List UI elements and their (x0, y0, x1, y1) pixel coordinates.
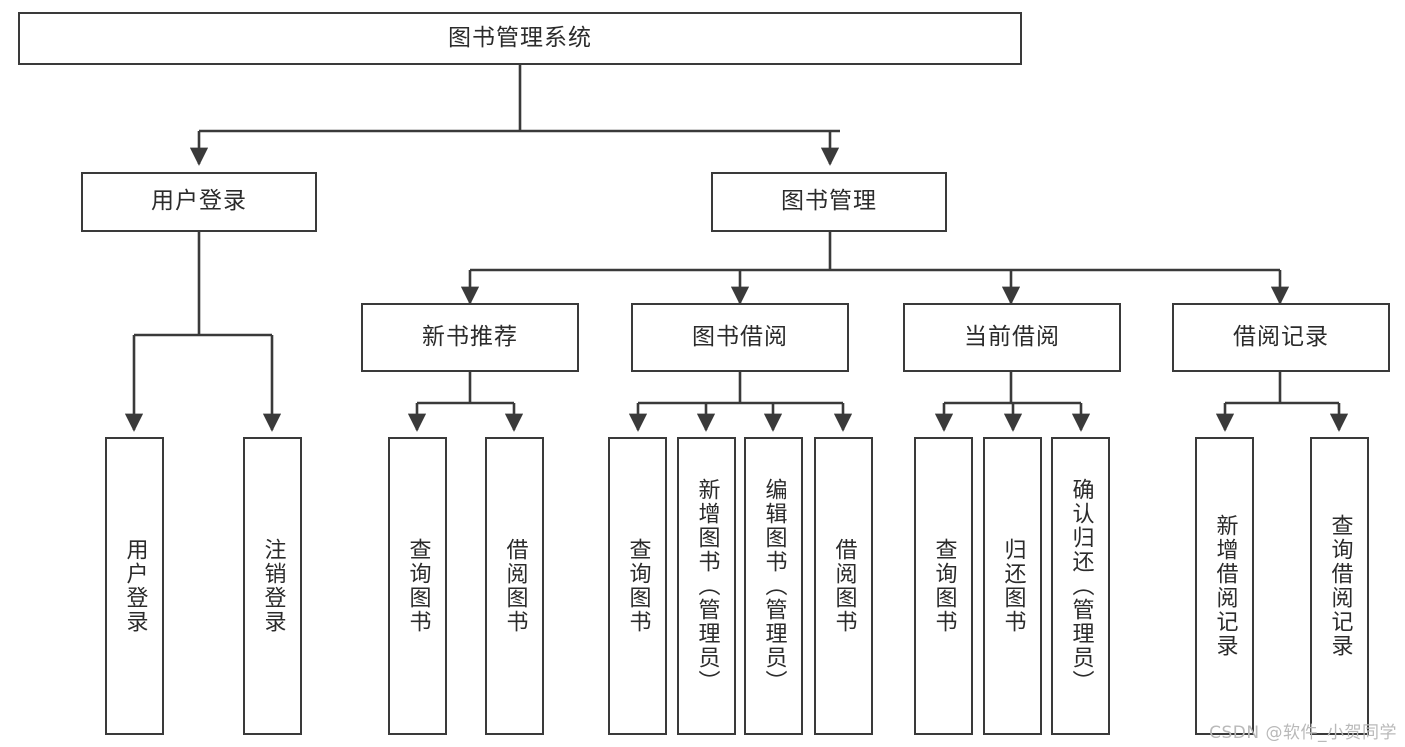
node-book-manage-label: 图书管理 (781, 188, 877, 215)
node-book-borrow-label: 图书借阅 (692, 323, 788, 350)
node-leaf-return-book-label: 归还图书 (1000, 538, 1026, 634)
node-new-book-recommend[interactable]: 新书推荐 (361, 303, 579, 372)
node-borrow-record[interactable]: 借阅记录 (1172, 303, 1390, 372)
node-book-borrow[interactable]: 图书借阅 (631, 303, 849, 372)
node-leaf-confirm-return-admin[interactable]: 确认归还（管理员） (1051, 437, 1110, 735)
node-leaf-edit-book-admin[interactable]: 编辑图书（管理员） (744, 437, 803, 735)
node-leaf-borrow-book-1[interactable]: 借阅图书 (485, 437, 544, 735)
node-leaf-query-borrow-record[interactable]: 查询借阅记录 (1310, 437, 1369, 735)
node-leaf-query-book-2[interactable]: 查询图书 (608, 437, 667, 735)
node-root-label: 图书管理系统 (448, 24, 592, 51)
node-leaf-add-book-admin-label: 新增图书（管理员） (694, 478, 720, 694)
node-leaf-query-book-1[interactable]: 查询图书 (388, 437, 447, 735)
node-user-login[interactable]: 用户登录 (81, 172, 317, 232)
node-leaf-query-book-2-label: 查询图书 (625, 538, 651, 634)
node-leaf-query-borrow-record-label: 查询借阅记录 (1327, 514, 1353, 658)
node-root[interactable]: 图书管理系统 (18, 12, 1022, 65)
node-leaf-borrow-book-2-label: 借阅图书 (831, 538, 857, 634)
node-leaf-add-borrow-record[interactable]: 新增借阅记录 (1195, 437, 1254, 735)
node-leaf-edit-book-admin-label: 编辑图书（管理员） (761, 478, 787, 694)
node-leaf-add-book-admin[interactable]: 新增图书（管理员） (677, 437, 736, 735)
node-current-borrow-label: 当前借阅 (964, 323, 1060, 350)
node-leaf-confirm-return-admin-label: 确认归还（管理员） (1068, 478, 1094, 694)
node-new-book-recommend-label: 新书推荐 (422, 323, 518, 350)
watermark-text: CSDN @软件_小贺同学 (1209, 723, 1397, 743)
node-leaf-query-book-1-label: 查询图书 (405, 538, 431, 634)
node-leaf-query-book-3-label: 查询图书 (931, 538, 957, 634)
node-leaf-logout-login-label: 注销登录 (260, 538, 286, 634)
node-book-manage[interactable]: 图书管理 (711, 172, 947, 232)
node-leaf-query-book-3[interactable]: 查询图书 (914, 437, 973, 735)
node-borrow-record-label: 借阅记录 (1233, 323, 1329, 350)
node-user-login-label: 用户登录 (151, 188, 247, 215)
node-leaf-return-book[interactable]: 归还图书 (983, 437, 1042, 735)
node-leaf-logout-login[interactable]: 注销登录 (243, 437, 302, 735)
node-leaf-borrow-book-1-label: 借阅图书 (502, 538, 528, 634)
node-leaf-add-borrow-record-label: 新增借阅记录 (1212, 514, 1238, 658)
node-leaf-user-login-label: 用户登录 (122, 538, 148, 634)
node-leaf-user-login[interactable]: 用户登录 (105, 437, 164, 735)
node-current-borrow[interactable]: 当前借阅 (903, 303, 1121, 372)
node-leaf-borrow-book-2[interactable]: 借阅图书 (814, 437, 873, 735)
